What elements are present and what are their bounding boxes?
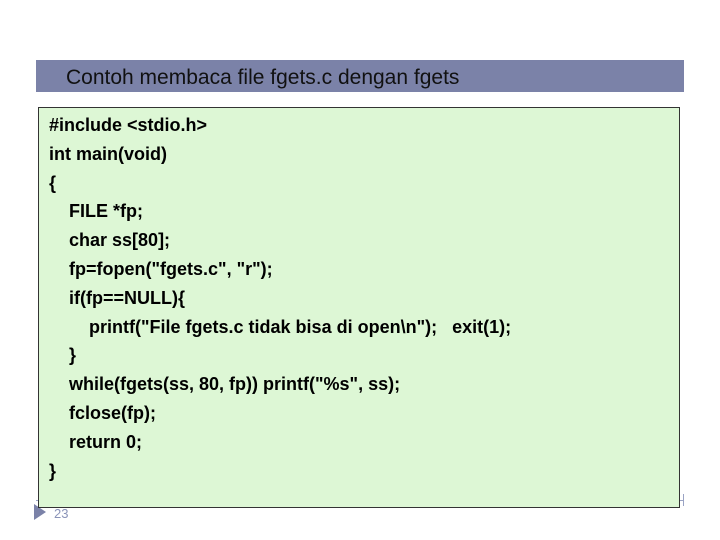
slide-title: Contoh membaca file fgets.c dengan fgets bbox=[66, 66, 460, 89]
bullet-triangle-icon bbox=[34, 504, 46, 520]
code-line: { bbox=[49, 172, 57, 193]
code-line: } bbox=[49, 460, 57, 481]
code-line: FILE *fp; bbox=[49, 201, 143, 222]
code-line: } bbox=[49, 345, 77, 366]
code-line: fp=fopen("fgets.c", "r"); bbox=[49, 258, 273, 279]
code-line: return 0; bbox=[49, 431, 143, 452]
code-line: char ss[80]; bbox=[49, 230, 171, 251]
footer-divider-tick bbox=[683, 494, 684, 506]
code-box bbox=[38, 107, 680, 508]
title-bar bbox=[36, 60, 684, 92]
code-line: printf("File fgets.c tidak bisa di open\… bbox=[49, 316, 512, 337]
code-line: fclose(fp); bbox=[49, 402, 156, 423]
code-line: while(fgets(ss, 80, fp)) printf("%s", ss… bbox=[49, 374, 401, 395]
slide-number: 23 bbox=[54, 506, 69, 521]
code-block: #include <stdio.h> int main(void) { FILE… bbox=[49, 111, 511, 485]
code-line: #include <stdio.h> bbox=[49, 115, 208, 135]
code-line: int main(void) bbox=[49, 143, 167, 164]
code-line: if(fp==NULL){ bbox=[49, 287, 185, 308]
